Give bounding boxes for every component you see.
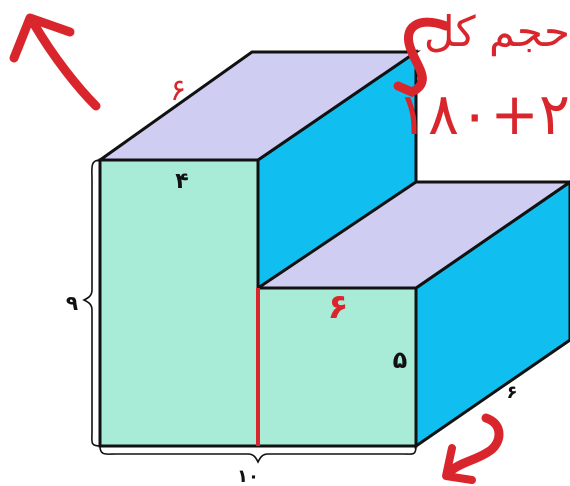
top-left-arrow [29,19,101,111]
bottom-right-arrow [447,413,504,475]
label-side-depth: ۶ [507,382,518,403]
label-top-depth: ۶ [170,73,186,108]
bottom-right-arrow-head [442,444,476,484]
top-left-arrow-head [9,13,75,63]
label-step-height: ۵ [393,346,408,374]
label-height-total: ۹ [66,291,78,315]
annotation-line2: ۱۸۰+۲ [397,80,570,148]
label-step-width: ۶ [328,287,349,327]
height-bracket [82,159,101,447]
top-right-arrow [393,17,451,97]
front-tall-face [98,158,260,448]
label-base-width: ۱۰ [237,466,259,486]
base-bracket [99,445,417,464]
annotation-line1: حجم کل [424,7,570,57]
label-front-top-width: ۴ [175,169,188,194]
annotation-arrows [9,13,504,484]
